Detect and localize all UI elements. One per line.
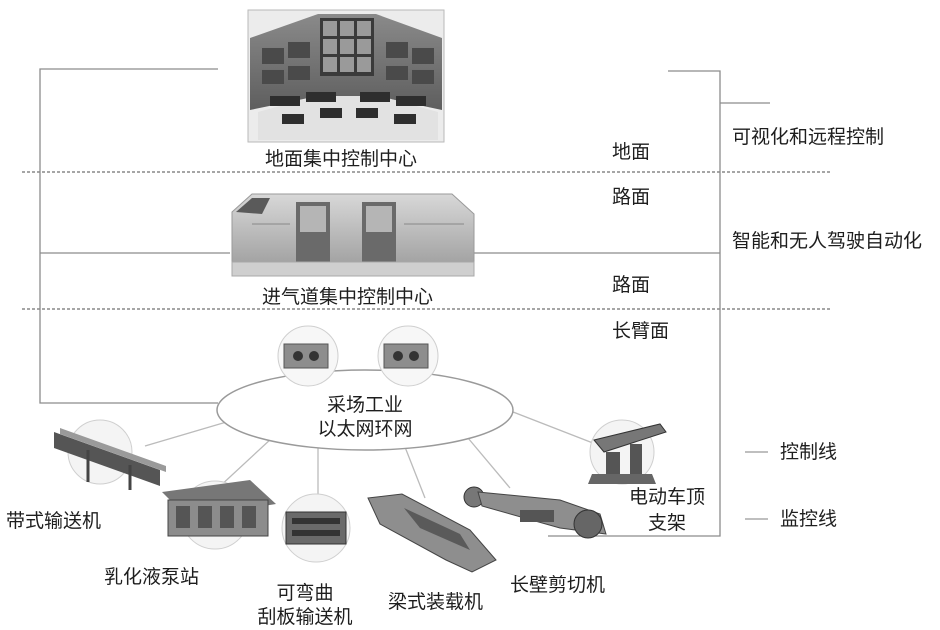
belt-conveyor-image <box>54 419 166 490</box>
scraper-conveyor-label-line1: 可弯曲 <box>276 582 334 604</box>
surface-control-center-label: 地面集中控制中心 <box>265 148 418 170</box>
roof-support-label-line2: 支架 <box>647 512 686 534</box>
scraper-conveyor-image <box>281 493 351 563</box>
intake-control-car-image <box>231 193 475 277</box>
roof-support-image <box>588 419 667 485</box>
shearer-image <box>463 486 607 539</box>
intake-control-center-label: 进气道集中控制中心 <box>262 286 434 308</box>
shearer-label: 长壁剪切机 <box>510 574 606 596</box>
scraper-conveyor-label-line2: 刮板输送机 <box>257 606 353 628</box>
network-switch-right <box>377 325 439 387</box>
level-ground-label: 地面 <box>612 141 651 163</box>
category-visual-remote-label: 可视化和远程控制 <box>732 126 885 148</box>
level-road-lower-label: 路面 <box>612 274 651 296</box>
level-road-upper-label: 路面 <box>612 186 651 208</box>
roof-support-label-line1: 电动车顶 <box>628 486 705 508</box>
pump-station-label: 乳化液泵站 <box>104 566 200 588</box>
control-line-left <box>39 68 218 404</box>
category-intelligent-label: 智能和无人驾驶自动化 <box>732 230 923 252</box>
legend-monitor-label: 监控线 <box>780 508 838 530</box>
network-switch-left <box>277 325 339 387</box>
surface-control-room-image <box>247 9 445 143</box>
ring-network-label-line2: 以太网环网 <box>317 418 413 440</box>
belt-conveyor-label: 带式输送机 <box>6 510 102 532</box>
ring-network-label-line1: 采场工业 <box>326 394 403 416</box>
stage-loader-image <box>367 493 497 573</box>
ring-network-ellipse <box>216 369 514 451</box>
legend-control-label: 控制线 <box>780 441 838 463</box>
monitor-line-right <box>668 70 721 537</box>
pump-station-image <box>162 480 276 550</box>
level-longwall-label: 长臂面 <box>612 320 670 342</box>
stage-loader-label: 梁式装载机 <box>388 591 484 613</box>
